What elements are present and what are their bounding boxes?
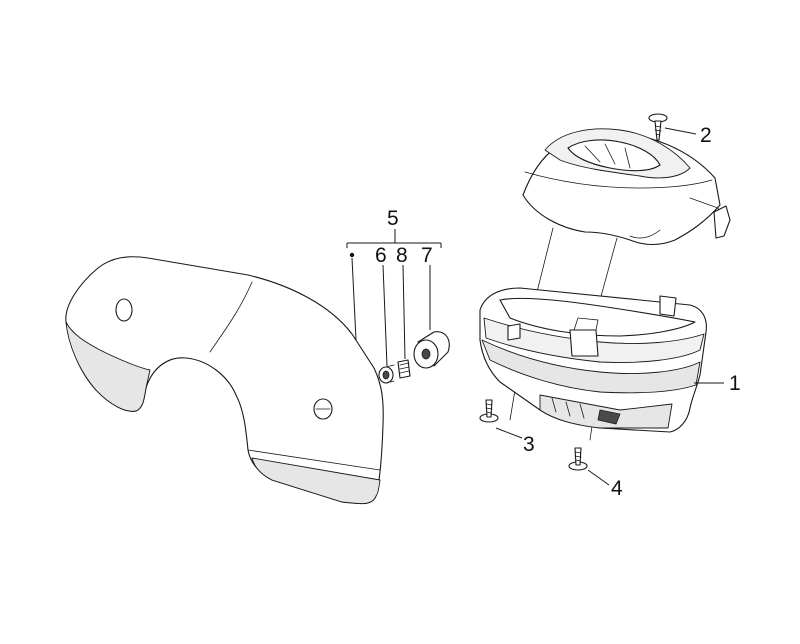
callout-4: 4: [611, 477, 623, 500]
knob-7: [413, 331, 450, 369]
lower-handlebar-cover: [479, 287, 707, 433]
side-shield-panel: [65, 256, 384, 505]
upper-handlebar-cover: [522, 128, 731, 246]
callout-5: 5: [387, 207, 399, 230]
callout-6: 6: [375, 244, 387, 267]
callout-2: 2: [700, 124, 712, 147]
leader-lines: [346, 127, 724, 486]
screw-2: [648, 113, 668, 141]
callout-1: 1: [729, 372, 741, 395]
spring-8: [397, 359, 411, 379]
bushing-6: [378, 364, 395, 384]
screw-3: [479, 399, 499, 423]
callout-3: 3: [523, 433, 535, 456]
callout-8: 8: [396, 244, 408, 267]
screw-4: [568, 447, 588, 471]
callout-7: 7: [421, 244, 433, 267]
